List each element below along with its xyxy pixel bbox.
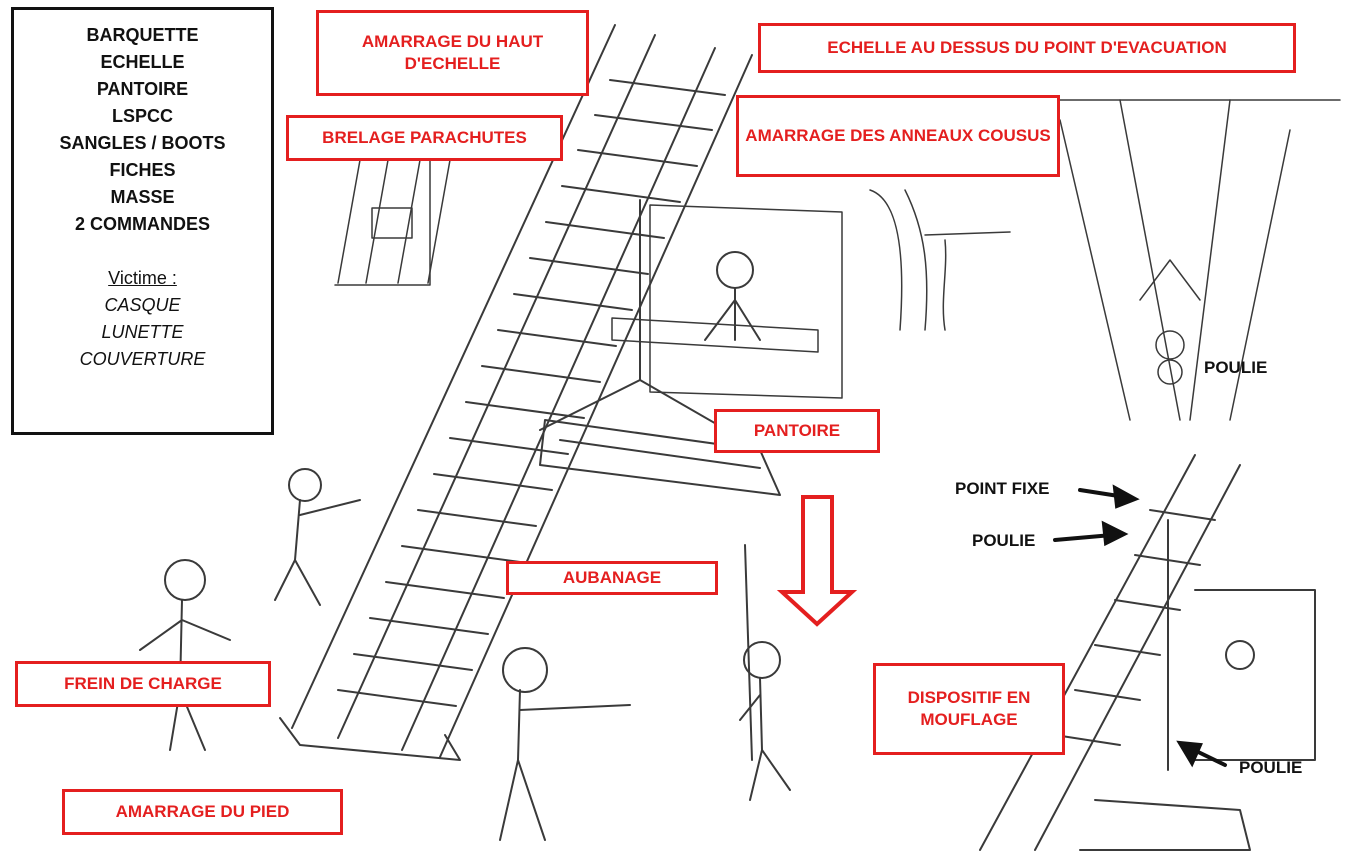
- equipment-item: ECHELLE: [100, 52, 185, 72]
- equipment-item: FICHES: [109, 160, 176, 180]
- label-amarrage-haut: AMARRAGE DU HAUT D'ECHELLE: [316, 10, 589, 96]
- rescuer-right: [739, 641, 791, 801]
- equipment-item: PANTOIRE: [96, 79, 189, 99]
- brelage-inset-ladder: [334, 159, 451, 286]
- equipment-list-box: BARQUETTE ECHELLE PANTOIRE LSPCC SANGLES…: [11, 7, 274, 435]
- victim-window: [704, 251, 761, 341]
- equipment-item: MASSE: [110, 187, 175, 207]
- equipment-item: LSPCC: [111, 106, 173, 126]
- stretcher: [539, 199, 781, 761]
- equipment-item: 2 COMMANDES: [74, 214, 210, 234]
- label-frein-charge: FREIN DE CHARGE: [15, 661, 271, 707]
- label-dispositif-mouflage: DISPOSITIF EN MOUFLAGE: [873, 663, 1065, 755]
- window-sill: [611, 317, 819, 353]
- label-aubanage: AUBANAGE: [506, 561, 718, 595]
- victim-item: CASQUE: [104, 295, 181, 315]
- anneaux-inset: [869, 189, 1011, 331]
- equipment-item: SANGLES / BOOTS: [59, 133, 226, 153]
- rescuer-left-top: [274, 468, 361, 606]
- annotation-poulie-bottom: POULIE: [1239, 758, 1303, 777]
- main-ladder: [279, 24, 753, 761]
- poulie-mid-arrow-icon: [1053, 533, 1114, 542]
- annotation-poulie-mid: POULIE: [972, 531, 1036, 550]
- victim-title: Victime :: [108, 268, 177, 288]
- annotation-point-fixe: POINT FIXE: [955, 479, 1050, 498]
- pointer-arrows: [1053, 484, 1227, 768]
- down-arrow-icon: [776, 495, 858, 627]
- victim-item: COUVERTURE: [79, 349, 206, 369]
- annotation-poulie-top: POULIE: [1204, 358, 1268, 377]
- window-frame: [649, 204, 843, 399]
- label-amarrage-pied: AMARRAGE DU PIED: [62, 789, 343, 835]
- label-brelage: BRELAGE PARACHUTES: [286, 115, 563, 161]
- equipment-item: BARQUETTE: [86, 25, 199, 45]
- evacuation-ladder-inset: [1019, 99, 1341, 421]
- label-echelle-dessus: ECHELLE AU DESSUS DU POINT D'EVACUATION: [758, 23, 1296, 73]
- label-amarrage-anneaux: AMARRAGE DES ANNEAUX COUSUS: [736, 95, 1060, 177]
- victim-item: LUNETTE: [101, 322, 184, 342]
- rescuer-left-bottom: [139, 559, 231, 751]
- rescuer-center: [499, 647, 631, 841]
- mouflage-inset: [979, 454, 1316, 851]
- label-pantoire: PANTOIRE: [714, 409, 880, 453]
